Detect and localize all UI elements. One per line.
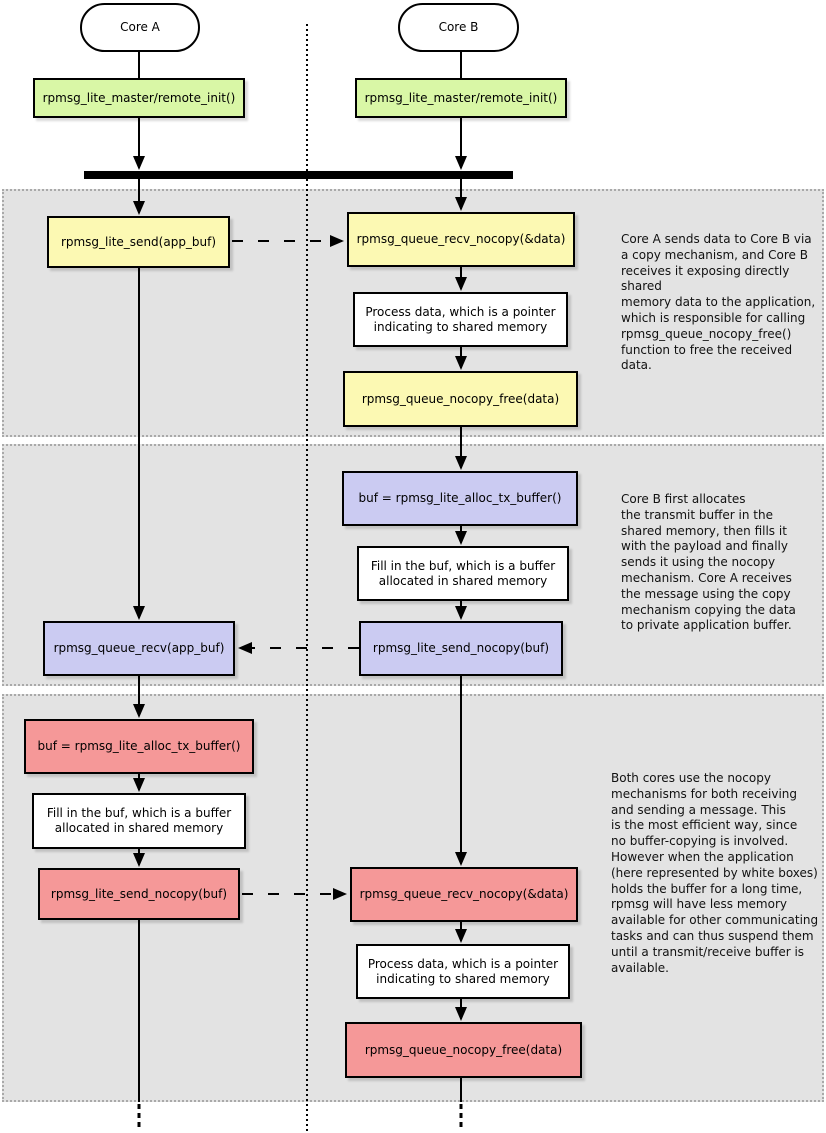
annotation-section-3: Both cores use the nocopy mechanisms for… <box>611 771 819 975</box>
lifeline-core-a-label: Core A <box>120 20 160 34</box>
node-s2-core-b-fill: Fill in the buf, which is a buffer alloc… <box>357 546 569 601</box>
node-s3-core-b-process: Process data, which is a pointer indicat… <box>356 944 570 999</box>
lifeline-core-b: Core B <box>398 3 519 52</box>
sync-bar <box>84 171 513 179</box>
node-s3-core-a-alloc: buf = rpmsg_lite_alloc_tx_buffer() <box>24 719 254 774</box>
annotation-section-2: Core B first allocates the transmit buff… <box>621 492 796 633</box>
node-s3-core-b-recv-nocopy: rpmsg_queue_recv_nocopy(&data) <box>350 867 578 922</box>
lifeline-core-b-label: Core B <box>438 20 479 34</box>
node-s1-core-b-recv-nocopy: rpmsg_queue_recv_nocopy(&data) <box>347 212 575 267</box>
node-s3-core-a-send-nocopy: rpmsg_lite_send_nocopy(buf) <box>38 868 240 920</box>
node-s1-core-a-send: rpmsg_lite_send(app_buf) <box>47 216 230 268</box>
node-s3-core-a-fill: Fill in the buf, which is a buffer alloc… <box>32 793 246 849</box>
lifeline-core-a: Core A <box>80 3 200 52</box>
node-s2-core-b-send-nocopy: rpmsg_lite_send_nocopy(buf) <box>359 621 563 676</box>
node-s1-core-b-nocopy-free: rpmsg_queue_nocopy_free(data) <box>343 371 578 427</box>
node-core-b-init: rpmsg_lite_master/remote_init() <box>355 78 567 118</box>
node-s3-core-b-nocopy-free: rpmsg_queue_nocopy_free(data) <box>345 1022 582 1078</box>
node-core-a-init: rpmsg_lite_master/remote_init() <box>33 78 245 118</box>
node-s2-core-a-recv: rpmsg_queue_recv(app_buf) <box>43 621 235 676</box>
annotation-section-1: Core A sends data to Core B via a copy m… <box>621 232 816 373</box>
node-s1-core-b-process: Process data, which is a pointer indicat… <box>353 292 568 347</box>
node-s2-core-b-alloc: buf = rpmsg_lite_alloc_tx_buffer() <box>342 471 578 526</box>
